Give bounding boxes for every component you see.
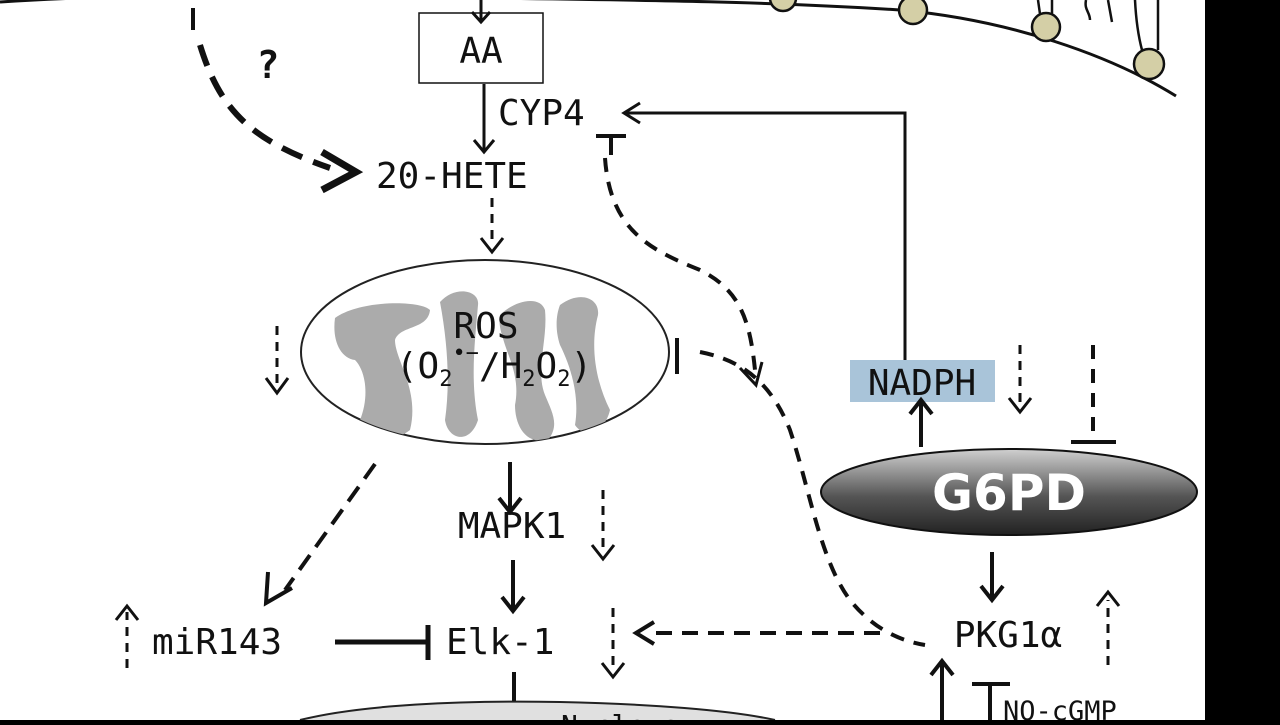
- ros-to-mir143-head: [263, 571, 293, 607]
- pkg-input-arrow: [929, 657, 955, 720]
- g6pd-ellipse: [820, 448, 1198, 536]
- mitochondrion-cristae: [334, 291, 610, 441]
- g6pd-label: G6PD: [932, 464, 1086, 522]
- g6pd-node: G6PD: [820, 448, 1198, 536]
- nucleus-label: Nucleus: [561, 709, 679, 720]
- ros-label: ROS: [453, 306, 518, 347]
- mitochondrion: ROS (O2•−/H2O2): [300, 259, 670, 445]
- no-cgmp-label: NO-cGMP: [1003, 696, 1117, 720]
- elk1-label: Elk-1: [446, 622, 554, 663]
- ros-to-mir143-dashed: [283, 462, 377, 592]
- g6pd-to-pkg-arrow: [979, 552, 1005, 604]
- hete-to-ros-head: [479, 237, 505, 255]
- ros-to-mapk1-arrow: [497, 462, 523, 516]
- mapk1-decrease-head: [590, 544, 616, 562]
- aa-node: AA: [418, 12, 544, 84]
- question-mark: ?: [257, 43, 280, 87]
- cyp4-label: CYP4: [498, 93, 585, 134]
- aa-label: AA: [459, 31, 503, 72]
- hete-label: 20-HETE: [376, 156, 528, 197]
- mir143-increase-head: [114, 603, 140, 621]
- pkg-to-elk1-head: [632, 620, 656, 646]
- cyp4-inhibit-bar: [596, 134, 626, 155]
- ros-formula: (O2•−/H2O2): [396, 341, 592, 392]
- question-arrowhead: [320, 148, 364, 194]
- nucleus-outline: [299, 700, 776, 721]
- nadph-highlight: [850, 360, 995, 402]
- cyp4-dashed-head: [738, 361, 764, 389]
- no-cgmp-inhibit-bar: [972, 682, 1010, 720]
- nadph-label: NADPH: [868, 363, 976, 404]
- pkg-to-mito-dashed: [699, 350, 926, 647]
- pkg-increase-head: [1095, 589, 1121, 607]
- nadph-to-cyp4-line: [625, 111, 907, 360]
- mir143-label: miR143: [152, 622, 282, 663]
- mapk1-label: MAPK1: [458, 506, 566, 547]
- ros-decrease-head: [264, 377, 290, 396]
- nadph-to-cyp4-head: [621, 101, 641, 125]
- mapk1-to-elk1-arrow: [500, 560, 526, 615]
- nadph-decrease-head: [1007, 397, 1033, 415]
- cyp4-to-mito-dashed: [603, 157, 757, 371]
- g6pd-to-nadph-arrow: [908, 396, 934, 447]
- aa-box: [418, 12, 544, 84]
- mir143-inhibits-elk1: [335, 625, 431, 660]
- pkg1a-label: PKG1α: [954, 615, 1062, 656]
- lipid-heads: [768, 0, 1166, 81]
- question-dashed-arrow: [197, 44, 331, 171]
- aa-to-hete-arrow: [472, 84, 496, 155]
- elk1-decrease-head: [600, 662, 626, 680]
- membrane-to-aa-arrow: [470, 0, 492, 25]
